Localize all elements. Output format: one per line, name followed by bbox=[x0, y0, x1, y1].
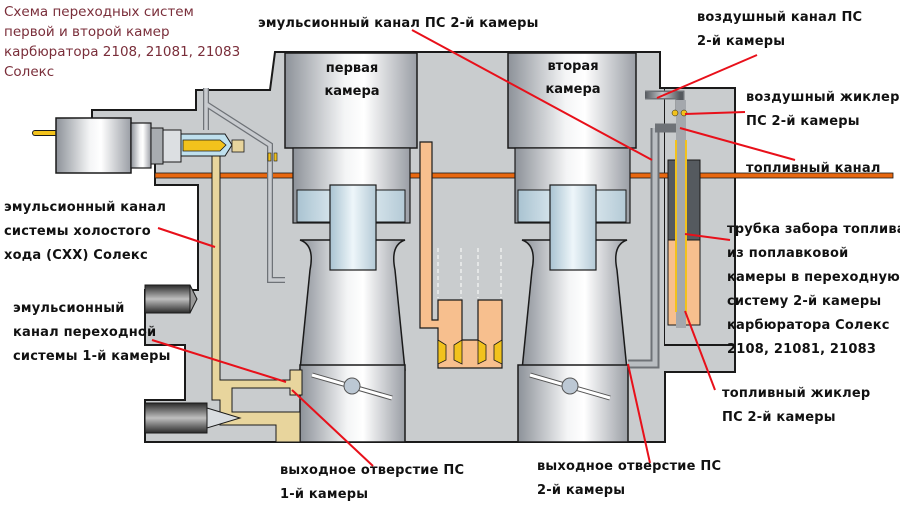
label-line: системы 1-й камеры bbox=[13, 349, 171, 364]
label-fuel-channel: топливный канал bbox=[746, 157, 881, 181]
label-line: воздушный жиклер bbox=[746, 90, 900, 105]
label-outlet-1: выходное отверстие ПС 1-й камеры bbox=[280, 459, 464, 507]
label-line: 2-й камеры bbox=[697, 34, 786, 49]
label-line: эмульсионный канал ПС 2-й камеры bbox=[258, 16, 539, 31]
label-line: хода (СХХ) Солекс bbox=[4, 248, 148, 263]
label-emulsion-channel-2: эмульсионный канал ПС 2-й камеры bbox=[258, 12, 539, 36]
jet-marker bbox=[267, 152, 272, 162]
label-outlet-2: выходное отверстие ПС 2-й камеры bbox=[537, 455, 721, 503]
pointer-air-jet-2 bbox=[684, 111, 746, 115]
label-line: выходное отверстие ПС bbox=[280, 463, 465, 478]
label-line: ПС 2-й камеры bbox=[722, 410, 836, 425]
label-fuel-jet-2: топливный жиклер ПС 2-й камеры bbox=[722, 382, 870, 430]
pointer-lines bbox=[151, 29, 796, 467]
label-line: камера bbox=[545, 82, 601, 97]
pointer-fuel-tube bbox=[684, 233, 731, 241]
label-line: 2-й камеры bbox=[537, 483, 626, 498]
label-line: ПС 2-й камеры bbox=[746, 114, 860, 129]
screw-upper bbox=[144, 284, 191, 314]
label-line: топливный канал bbox=[746, 161, 881, 176]
label-line: вторая bbox=[547, 59, 599, 74]
title-line: Солекс bbox=[4, 64, 55, 80]
label-idle-emulsion-channel: эмульсионный канал системы холостого ход… bbox=[4, 196, 166, 268]
label-air-channel-2: воздушный канал ПС 2-й камеры bbox=[697, 6, 862, 54]
label-line: эмульсионный канал bbox=[4, 200, 167, 215]
label-emulsion-channel-1: эмульсионный канал переходной системы 1-… bbox=[13, 297, 171, 369]
pointer-emulsion-2 bbox=[411, 29, 653, 161]
pointer-air-channel-2 bbox=[656, 54, 758, 99]
idle-solenoid-valve bbox=[32, 117, 245, 174]
label-line: карбюратора Солекс bbox=[727, 318, 890, 333]
second-chamber bbox=[507, 52, 637, 443]
label-air-jet-2: воздушный жиклер ПС 2-й камеры bbox=[746, 86, 900, 134]
label-line: первая bbox=[325, 61, 379, 76]
label-fuel-tube: трубка забора топлива из поплавковой кам… bbox=[727, 218, 900, 362]
label-line: из поплавковой bbox=[727, 246, 849, 261]
pointer-fuel-jet-2 bbox=[684, 310, 716, 391]
label-line: 2108, 21081, 21083 bbox=[727, 342, 877, 357]
fuel-well bbox=[419, 141, 503, 369]
label-line: 1-й камеры bbox=[280, 487, 369, 502]
pointer-outlet-2 bbox=[627, 363, 651, 464]
label-line: камера bbox=[324, 84, 380, 99]
label-line: эмульсионный bbox=[13, 301, 125, 316]
screw-lower bbox=[144, 402, 208, 434]
label-line: камеры в переходную bbox=[727, 270, 900, 285]
title-line: Схема переходных систем bbox=[4, 4, 194, 20]
first-chamber-label: первая камера bbox=[312, 57, 392, 103]
title-line: первой и второй камер bbox=[4, 24, 170, 40]
label-line: канал переходной bbox=[13, 325, 157, 340]
pointer-outlet-1 bbox=[291, 389, 374, 467]
pointer-emulsion-1 bbox=[151, 339, 287, 383]
pointer-idle-emulsion bbox=[157, 227, 216, 248]
second-chamber-label: вторая камера bbox=[533, 55, 613, 101]
pointer-fuel-channel bbox=[679, 127, 796, 161]
label-line: системы холостого bbox=[4, 224, 151, 239]
label-line: выходное отверстие ПС bbox=[537, 459, 722, 474]
title-line: карбюратора 2108, 21081, 21083 bbox=[4, 44, 241, 60]
diagram-title: Схема переходных систем первой и второй … bbox=[4, 2, 240, 82]
first-chamber bbox=[284, 52, 418, 443]
label-line: систему 2-й камеры bbox=[727, 294, 882, 309]
label-line: топливный жиклер bbox=[722, 386, 871, 401]
label-line: трубка забора топлива bbox=[727, 222, 900, 237]
label-line: воздушный канал ПС bbox=[697, 10, 863, 25]
float-chamber-tube bbox=[628, 90, 701, 369]
